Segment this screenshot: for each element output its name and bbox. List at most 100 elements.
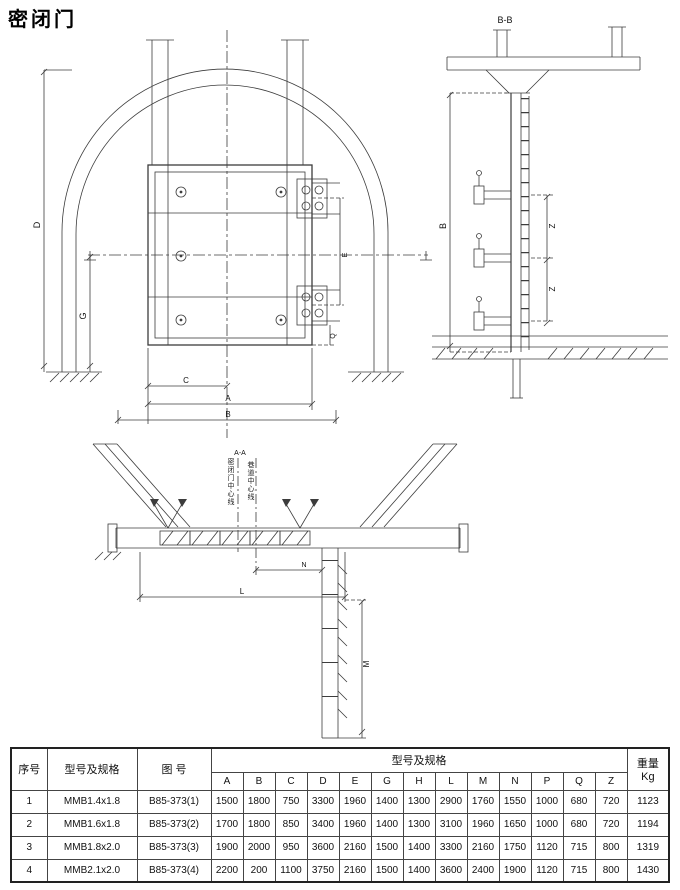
cell-drawing-no: B85-373(3) — [136, 835, 212, 860]
post — [321, 548, 348, 739]
drawing-labels: B-B A-A D G C A B E Q B Z Z L N M — [32, 15, 557, 667]
floor-section — [432, 335, 668, 399]
spec-letter-header: P — [530, 771, 564, 791]
col-header-drawing-no: 图 号 — [136, 747, 212, 791]
cell-weight: 1194 — [626, 812, 670, 837]
cell-value: 800 — [594, 858, 628, 883]
cell-value: 1800 — [242, 812, 276, 837]
cell-model: MMB2.1x2.0 — [46, 858, 138, 883]
cell-value: 720 — [594, 789, 628, 814]
spec-letter-header: D — [306, 771, 340, 791]
dim-label-n: N — [301, 562, 306, 569]
door-slab — [94, 523, 469, 561]
cell-seq: 3 — [10, 835, 48, 860]
cell-value: 1760 — [466, 789, 500, 814]
cell-value: 2400 — [466, 858, 500, 883]
spec-table: 序号 型号及规格 图 号 型号及规格 重量 Kg A B C D E G H L… — [10, 747, 671, 883]
cell-value: 750 — [274, 789, 308, 814]
front-view — [40, 30, 432, 438]
cell-value: 1400 — [402, 835, 436, 860]
cell-value: 3750 — [306, 858, 340, 883]
cell-value: 1120 — [530, 858, 564, 883]
hinge-brace-left — [150, 499, 187, 529]
side-hinge-2 — [473, 233, 511, 268]
side-hinge-3 — [473, 296, 511, 331]
right-wall — [359, 443, 458, 528]
dim-label-d: D — [32, 221, 42, 228]
table-header-row-2: A B C D E G H L M N P Q Z — [11, 771, 669, 791]
cell-value: 800 — [594, 835, 628, 860]
cell-seq: 4 — [10, 858, 48, 883]
side-view — [432, 26, 668, 399]
door-centerline-label: 密闭门中心线 — [227, 458, 235, 506]
cell-value: 2900 — [434, 789, 468, 814]
cell-drawing-no: B85-373(1) — [136, 789, 212, 814]
cell-value: 1000 — [530, 789, 564, 814]
cell-value: 1100 — [274, 858, 308, 883]
cell-value: 950 — [274, 835, 308, 860]
cell-value: 1400 — [370, 789, 404, 814]
table-row: 1 MMB1.4x1.8 B85-373(1) 1500 1800 750 33… — [10, 789, 670, 814]
dim-label-l: L — [240, 587, 245, 596]
cell-value: 2160 — [338, 858, 372, 883]
col-header-spec-group: 型号及规格 — [210, 747, 628, 773]
cell-value: 850 — [274, 812, 308, 837]
cell-value: 1550 — [498, 789, 532, 814]
cell-value: 1400 — [370, 812, 404, 837]
cell-value: 1120 — [530, 835, 564, 860]
hinge-bottom — [296, 285, 340, 326]
door-bolts — [175, 186, 287, 326]
tunnel-centerline-label: 巷道中心线 — [247, 461, 255, 501]
table-row: 2 MMB1.6x1.8 B85-373(2) 1700 1800 850 34… — [10, 812, 670, 837]
cell-value: 715 — [562, 858, 596, 883]
dim-label-e: E — [340, 252, 349, 257]
cell-value: 1400 — [402, 858, 436, 883]
cell-value: 1300 — [402, 789, 436, 814]
dim-label-b-side: B — [438, 223, 448, 229]
spec-letter-header: B — [242, 771, 276, 791]
spec-letter-header: C — [274, 771, 308, 791]
cell-value: 1800 — [242, 789, 276, 814]
cell-value: 1960 — [338, 812, 372, 837]
cell-drawing-no: B85-373(4) — [136, 858, 212, 883]
cell-value: 720 — [594, 812, 628, 837]
table-row: 3 MMB1.8x2.0 B85-373(3) 1900 2000 950 36… — [10, 835, 670, 860]
cell-value: 1900 — [210, 835, 244, 860]
cell-model: MMB1.4x1.8 — [46, 789, 138, 814]
cell-value: 1960 — [466, 812, 500, 837]
door-inner-frame — [154, 171, 306, 339]
col-header-model: 型号及规格 — [46, 747, 138, 791]
spec-letter-header: G — [370, 771, 404, 791]
cell-value: 680 — [562, 812, 596, 837]
ground-hatch-left — [49, 372, 100, 383]
cell-model: MMB1.8x2.0 — [46, 835, 138, 860]
arch-inner — [75, 84, 375, 372]
cell-weight: 1123 — [626, 789, 670, 814]
centerline-end-mark-right — [420, 251, 432, 261]
cell-seq: 2 — [10, 812, 48, 837]
cell-value: 2160 — [338, 835, 372, 860]
cell-value: 1900 — [498, 858, 532, 883]
spec-letter-header: H — [402, 771, 436, 791]
door-leaf — [510, 93, 530, 352]
spec-letter-header: L — [434, 771, 468, 791]
dim-label-g: G — [78, 312, 88, 319]
cell-value: 1500 — [370, 835, 404, 860]
cell-weight: 1319 — [626, 835, 670, 860]
dim-label-z-lower: Z — [548, 286, 557, 291]
dim-label-c: C — [183, 376, 189, 385]
left-wall — [92, 443, 191, 528]
cell-value: 1960 — [338, 789, 372, 814]
technical-drawing: B-B A-A D G C A B E Q B Z Z L N M — [32, 15, 668, 739]
cell-value: 3600 — [306, 835, 340, 860]
cell-value: 1750 — [498, 835, 532, 860]
cell-value: 2200 — [210, 858, 244, 883]
table-row: 4 MMB2.1x2.0 B85-373(4) 2200 200 1100 37… — [10, 858, 670, 883]
dim-label-q: Q — [330, 333, 337, 339]
table-header-row-1: 序号 型号及规格 图 号 型号及规格 重量 Kg — [10, 747, 670, 791]
side-dimensions — [446, 91, 553, 353]
page-title: 密闭门 — [8, 9, 77, 31]
hinge-brace-right — [282, 499, 319, 529]
cell-value: 1300 — [402, 812, 436, 837]
